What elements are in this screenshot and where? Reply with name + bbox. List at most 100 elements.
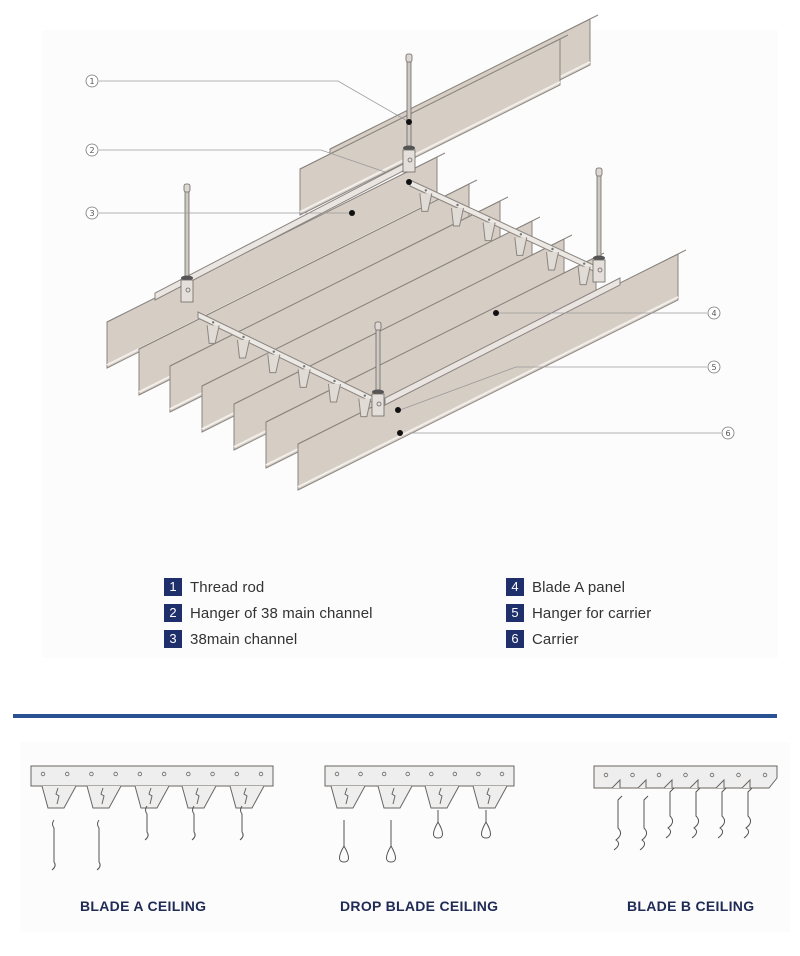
carrier-hole — [186, 771, 191, 777]
blade-profile-diagrams — [30, 765, 778, 871]
drop-teardrop — [481, 821, 491, 839]
clip-hook — [148, 787, 153, 805]
callout-2: 2 — [85, 143, 412, 185]
rod-nut — [372, 389, 384, 395]
section-divider — [13, 714, 777, 718]
blade-panel — [299, 34, 569, 216]
carrier-clip — [328, 383, 341, 403]
rod-nut — [181, 275, 193, 281]
legend-badge: 6 — [506, 630, 524, 648]
clip-hook — [344, 787, 349, 805]
carrier-hole — [551, 247, 554, 251]
callout-5: 5 — [395, 360, 721, 413]
callout-number: 1 — [89, 77, 94, 86]
legend-item: 1 Thread rod — [164, 574, 373, 600]
carrier-hole — [405, 771, 410, 777]
callout-3: 3 — [85, 206, 355, 220]
legend-badge: 1 — [164, 578, 182, 596]
carrier-clip — [482, 222, 496, 242]
rod-nut — [403, 145, 415, 151]
carriers — [154, 162, 621, 418]
thread-rod — [592, 167, 606, 283]
rod-cap — [405, 53, 413, 63]
profile-blade-b — [593, 765, 778, 851]
leader-dot — [349, 210, 355, 216]
legend-item: 5 Hanger for carrier — [506, 600, 651, 626]
rod-cap — [595, 167, 603, 177]
legend-badge: 5 — [506, 604, 524, 622]
hanger-bolt — [376, 401, 382, 407]
profile-label-blade-b: BLADE B CEILING — [627, 898, 755, 914]
carrier-hole — [476, 771, 481, 777]
rod-shaft — [406, 59, 412, 153]
carrier-hole — [242, 335, 245, 339]
callout-circle — [707, 306, 721, 320]
blade-edge-profile — [51, 819, 56, 871]
callout-1: 1 — [85, 74, 412, 125]
blade-b-profile — [717, 787, 727, 839]
carrier-hole — [456, 203, 459, 207]
hanger-bolt — [407, 157, 413, 163]
callout-number: 4 — [711, 309, 716, 318]
carrier-clip — [297, 369, 311, 388]
carrier-hole — [499, 771, 505, 777]
blade-b-notch — [715, 778, 725, 789]
carrier-hole — [582, 262, 586, 265]
carrier-hole — [381, 771, 387, 777]
legend-badge: 4 — [506, 578, 524, 596]
profile-label-blade-a: BLADE A CEILING — [80, 898, 207, 914]
hanger-bracket — [402, 149, 416, 173]
clip-hook — [100, 787, 105, 805]
ceiling-assembly-illustration: 1 2 3 4 5 6 — [85, 14, 735, 491]
blade-edge — [299, 81, 561, 213]
callout-circle — [85, 143, 99, 157]
blade-lip — [169, 196, 509, 367]
leader-dot — [395, 407, 401, 413]
carrier-hole — [487, 218, 491, 221]
callout-number: 3 — [89, 209, 94, 218]
blade-lip — [138, 179, 478, 350]
carrier-clip — [546, 251, 559, 271]
blade-lip — [329, 14, 599, 150]
blade-lip — [299, 34, 569, 170]
callout-circle — [721, 426, 735, 440]
drop-teardrop — [433, 821, 443, 839]
blade-panels — [106, 14, 687, 491]
rod-cap — [183, 183, 191, 193]
callout-circle — [85, 206, 99, 220]
legend-label: Carrier — [532, 630, 579, 648]
legend-item: 3 38main channel — [164, 626, 373, 652]
carrier-hole — [333, 379, 336, 383]
carrier-hole — [424, 189, 428, 192]
blade-b-profile — [613, 795, 623, 851]
carrier-hole — [113, 771, 118, 777]
hanger-bracket — [592, 259, 606, 283]
legend-column-left: 1 Thread rod 2 Hanger of 38 main channel… — [164, 574, 373, 652]
drop-teardrop — [386, 845, 396, 863]
clip-hook — [55, 787, 60, 805]
thread-rod — [371, 321, 385, 417]
carrier-hole — [363, 394, 367, 397]
legend-label: Thread rod — [190, 578, 265, 596]
leader-dot — [493, 310, 499, 316]
hanger-bolt — [185, 287, 191, 293]
carrier-hole — [429, 771, 434, 777]
carrier-hole — [452, 771, 458, 777]
callout-number: 2 — [89, 146, 94, 155]
clip-hook — [438, 787, 443, 805]
callout-6: 6 — [397, 426, 735, 440]
legend: 1 Thread rod 2 Hanger of 38 main channel… — [0, 574, 800, 654]
blade-b-profile — [691, 787, 701, 839]
blade-lip — [233, 234, 573, 405]
profile-drop-blade — [324, 765, 515, 863]
callout-number: 6 — [725, 429, 730, 438]
carrier-clip — [514, 237, 528, 256]
carrier-hole — [603, 772, 609, 778]
rod-nut — [593, 255, 605, 261]
carrier-hole — [210, 771, 215, 777]
clip-hook — [243, 787, 248, 805]
leader-line — [399, 366, 707, 411]
rod-cap — [374, 321, 382, 331]
carrier-profile — [30, 765, 274, 787]
leader-dot — [406, 179, 412, 185]
